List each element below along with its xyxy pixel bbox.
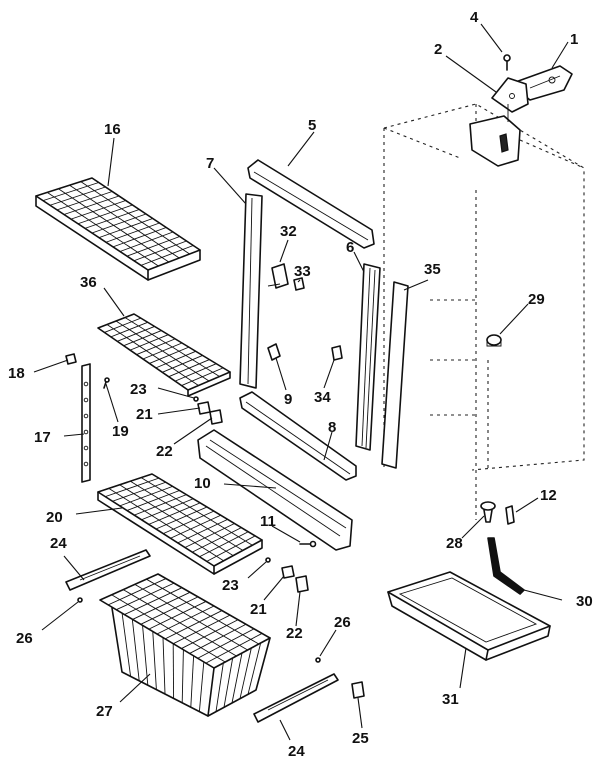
- part-2-hinge-assembly: [469, 77, 529, 167]
- callout-17: 17: [34, 429, 51, 446]
- callout-16: 16: [104, 121, 121, 138]
- part-8-door-trim-bottom: [239, 391, 357, 481]
- part-29-plug: [486, 334, 502, 347]
- callout-20: 20: [46, 509, 63, 526]
- part-26b-screw: [315, 657, 321, 663]
- part-35-strip: [381, 281, 409, 469]
- callout-9: 9: [284, 391, 292, 408]
- callout-26b: 26: [334, 614, 351, 631]
- part-11-screw: [299, 540, 317, 548]
- callout-4: 4: [470, 9, 479, 26]
- part-27-wire-basket: [99, 573, 271, 717]
- callout-25: 25: [352, 730, 369, 747]
- part-30-drain-tube: [487, 537, 525, 595]
- part-26a-screw: [77, 597, 83, 603]
- part-10-kick-plate: [197, 429, 353, 551]
- part-7-door-trim-left: [239, 193, 263, 389]
- callout-21a: 21: [136, 406, 153, 423]
- cabinet-outline: [383, 103, 585, 520]
- callout-24b: 24: [288, 743, 305, 760]
- callout-22a: 22: [156, 443, 173, 460]
- part-19-pin: [103, 377, 110, 389]
- callout-23a: 23: [130, 381, 147, 398]
- callout-23b: 23: [222, 577, 239, 594]
- part-25-bracket: [351, 681, 365, 699]
- callout-19: 19: [112, 423, 129, 440]
- callout-30: 30: [576, 593, 593, 610]
- part-18-cap: [65, 353, 77, 365]
- part-36-wire-shelf-middle: [97, 313, 231, 397]
- part-34-clip: [331, 345, 343, 361]
- callout-26a: 26: [16, 630, 33, 647]
- part-32-clip: [267, 263, 289, 289]
- part-24a-slide-rail: [65, 549, 151, 591]
- callout-1: 1: [570, 31, 578, 48]
- part-22b-bracket: [295, 575, 309, 593]
- part-16-wire-shelf-top: [35, 177, 201, 281]
- part-4-screw: [503, 54, 511, 71]
- part-23a-screw: [193, 396, 199, 402]
- part-12-screw: [505, 505, 515, 525]
- callout-28: 28: [446, 535, 463, 552]
- callout-31: 31: [442, 691, 459, 708]
- part-23b-screw: [265, 557, 271, 563]
- part-24b-slide-rail: [253, 673, 339, 723]
- callout-32: 32: [280, 223, 297, 240]
- part-28-knob: [480, 501, 496, 523]
- callout-10: 10: [194, 475, 211, 492]
- callout-18: 18: [8, 365, 25, 382]
- part-9-clip: [267, 343, 281, 361]
- part-22a-bracket: [209, 409, 223, 425]
- callout-7: 7: [206, 155, 214, 172]
- callout-12: 12: [540, 487, 557, 504]
- callout-24a: 24: [50, 535, 67, 552]
- part-31-drip-tray: [387, 571, 551, 661]
- part-6-door-trim-right: [355, 263, 381, 451]
- callout-8: 8: [328, 419, 336, 436]
- part-5-door-trim-top: [247, 159, 375, 249]
- leader-lines: [33, 23, 569, 741]
- callout-34: 34: [314, 389, 331, 406]
- callout-2: 2: [434, 41, 442, 58]
- callout-labels: 1 2 4 5 6 7 8 9 10 11 12 16 17 18 19 20 …: [8, 9, 593, 760]
- part-33-clip: [293, 277, 305, 291]
- callout-29: 29: [528, 291, 545, 308]
- callout-5: 5: [308, 117, 316, 134]
- callout-35: 35: [424, 261, 441, 278]
- callout-11: 11: [260, 513, 276, 530]
- part-17-shelf-support: [81, 363, 91, 483]
- callout-6: 6: [346, 239, 354, 256]
- part-20-wire-shelf-lower: [97, 473, 263, 575]
- part-21b-clip: [281, 565, 295, 579]
- callout-36: 36: [80, 274, 97, 291]
- callout-33: 33: [294, 263, 311, 280]
- callout-27: 27: [96, 703, 113, 720]
- callout-21b: 21: [250, 601, 267, 618]
- callout-22b: 22: [286, 625, 303, 642]
